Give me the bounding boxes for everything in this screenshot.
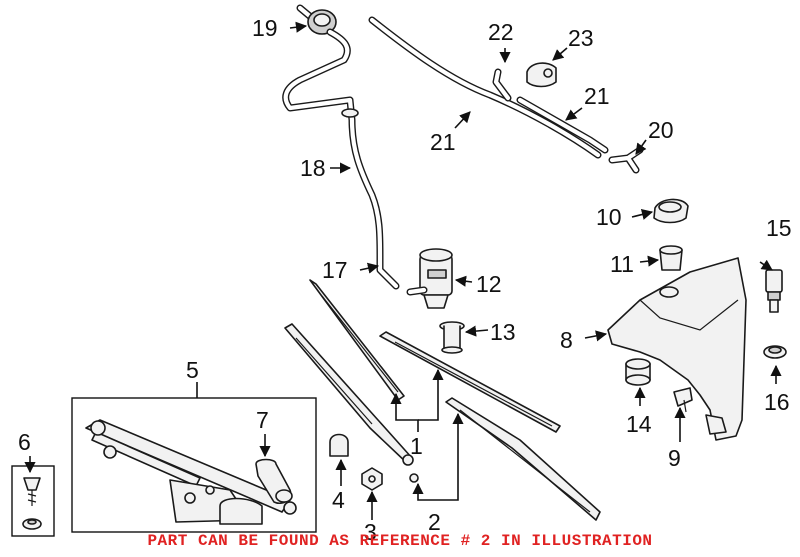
part-18-hose [282,28,400,290]
part-11-neck [659,245,683,271]
callout-9: 9 [668,445,681,471]
callout-18: 18 [300,155,326,181]
callout-6: 6 [18,429,31,455]
callout-13: 13 [490,319,516,345]
callout-17: 17 [322,257,348,283]
callout-22: 22 [488,19,514,45]
part-21-hoses [368,16,609,159]
part-7-cover [255,458,293,505]
callout-8: 8 [560,327,573,353]
callout-1: 1 [410,433,423,459]
callout-2: 2 [428,509,441,535]
callout-7: 7 [256,407,269,433]
callout-15: 15 [766,215,792,241]
part-15-sensor [765,269,783,313]
part-4-cap [329,433,349,457]
part-22-elbow [492,68,512,102]
part-13-grommet [439,321,465,354]
part-14-seal [625,358,651,386]
callout-11: 11 [610,251,634,277]
callout-4: 4 [332,487,345,513]
part-16-grommet [763,345,787,359]
part-23-clip [526,62,557,88]
reference-note: PART CAN BE FOUND AS REFERENCE # 2 IN IL… [147,532,653,550]
callout-16: 16 [764,389,790,415]
callout-labels: 19 22 23 21 21 20 18 10 15 11 17 12 13 8… [18,15,792,545]
part-5-linkage-box [71,397,317,533]
callout-12: 12 [476,271,502,297]
callout-10: 10 [596,204,622,230]
callout-20: 20 [648,117,674,143]
part-19-nozzle [296,4,337,35]
part-9-bolt [673,387,693,413]
part-2-wiper-arms-and-blades [284,279,601,521]
leader-lines [24,21,782,520]
part-3-nut [361,467,383,491]
callout-23: 23 [568,25,594,51]
callout-14: 14 [626,411,652,437]
callout-5: 5 [186,357,199,383]
part-8-reservoir [607,257,747,441]
callout-19: 19 [252,15,278,41]
callout-21-left: 21 [430,129,456,155]
part-10-cap [653,198,689,224]
callout-3: 3 [364,519,377,545]
part-12-pump [406,248,453,309]
callout-21-right: 21 [584,83,610,109]
part-6-screw-box [11,465,55,537]
